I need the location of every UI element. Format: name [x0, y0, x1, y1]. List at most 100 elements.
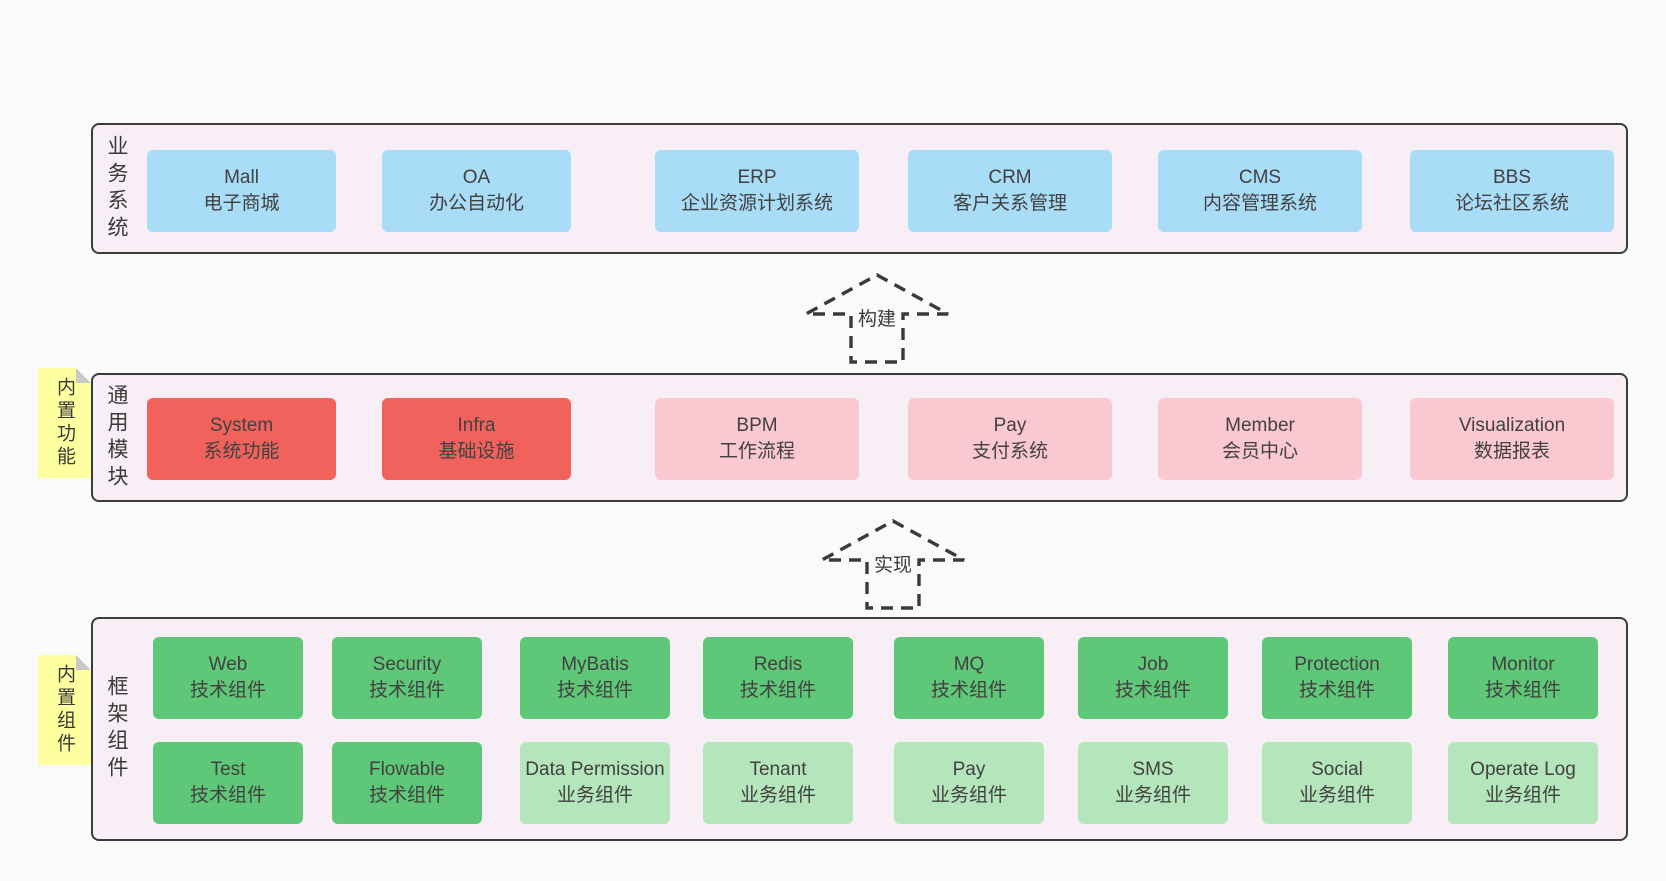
diagram-box-monitor: Monitor 技术组件 [1448, 637, 1598, 719]
box-subtitle: 业务组件 [930, 785, 1007, 806]
layer-common-modules: 通用模块 System 系统功能 Infra 基础设施 BPM 工作流程 Pay… [91, 373, 1628, 502]
box-subtitle: 工作流程 [718, 441, 795, 462]
box-title: Tenant [749, 759, 807, 780]
diagram-box-infra: Infra 基础设施 [382, 398, 571, 480]
box-title: BPM [736, 415, 778, 436]
note-built-in-functions: 内置功能 [38, 368, 91, 478]
box-subtitle: 技术组件 [189, 785, 266, 806]
box-subtitle: 技术组件 [368, 680, 445, 701]
diagram-box-tenant: Tenant 业务组件 [703, 742, 853, 824]
diagram-box-mq: MQ 技术组件 [894, 637, 1044, 719]
box-title: System [209, 415, 274, 436]
box-subtitle: 技术组件 [1114, 680, 1191, 701]
note-built-in-components: 内置组件 [38, 655, 91, 765]
box-subtitle: 办公自动化 [428, 193, 524, 214]
box-title: MyBatis [561, 654, 629, 675]
box-title: ERP [737, 167, 777, 188]
box-title: Mall [224, 167, 259, 188]
folded-corner-icon [76, 655, 91, 670]
box-title: Job [1137, 654, 1169, 675]
diagram-box-member: Member 会员中心 [1158, 398, 1362, 480]
box-subtitle: 基础设施 [438, 441, 515, 462]
layer-modules-title: 通用模块 [105, 383, 128, 492]
layer-components-title: 框架组件 [105, 675, 128, 783]
diagram-box-protection: Protection 技术组件 [1262, 637, 1412, 719]
box-title: CMS [1238, 167, 1282, 188]
box-subtitle: 论坛社区系统 [1454, 193, 1569, 214]
diagram-box-erp: ERP 企业资源计划系统 [655, 150, 859, 232]
box-subtitle: 技术组件 [368, 785, 445, 806]
box-title: Monitor [1491, 654, 1555, 675]
diagram-box-bpm: BPM 工作流程 [655, 398, 859, 480]
build-arrow: 构建 [802, 271, 952, 366]
box-title: CRM [988, 167, 1032, 188]
box-subtitle: 企业资源计划系统 [680, 193, 833, 214]
box-title: Protection [1294, 654, 1380, 675]
box-subtitle: 数据报表 [1473, 441, 1550, 462]
box-subtitle: 业务组件 [556, 785, 633, 806]
diagram-box-visualization: Visualization 数据报表 [1410, 398, 1614, 480]
box-subtitle: 业务组件 [1114, 785, 1191, 806]
box-title: OA [462, 167, 491, 188]
diagram-box-pay-business: Pay 业务组件 [894, 742, 1044, 824]
diagram-box-test: Test 技术组件 [153, 742, 303, 824]
box-subtitle: 技术组件 [739, 680, 816, 701]
box-subtitle: 会员中心 [1221, 441, 1298, 462]
box-title: Member [1225, 415, 1295, 436]
implement-arrow-label: 实现 [868, 548, 918, 581]
diagram-box-social: Social 业务组件 [1262, 742, 1412, 824]
diagram-box-sms: SMS 业务组件 [1078, 742, 1228, 824]
diagram-box-redis: Redis 技术组件 [703, 637, 853, 719]
diagram-box-operate-log: Operate Log 业务组件 [1448, 742, 1598, 824]
diagram-box-web: Web 技术组件 [153, 637, 303, 719]
box-title: Web [208, 654, 248, 675]
box-subtitle: 支付系统 [971, 441, 1048, 462]
box-title: Security [372, 654, 442, 675]
box-title: SMS [1132, 759, 1174, 780]
box-title: Redis [753, 654, 803, 675]
diagram-box-mybatis: MyBatis 技术组件 [520, 637, 670, 719]
layer-business-systems: 业务系统 Mall 电子商城 OA 办公自动化 ERP 企业资源计划系统 CRM… [91, 123, 1628, 254]
box-subtitle: 业务组件 [1298, 785, 1375, 806]
box-title: Infra [457, 415, 496, 436]
box-title: Flowable [368, 759, 446, 780]
box-subtitle: 电子商城 [203, 193, 280, 214]
diagram-box-security: Security 技术组件 [332, 637, 482, 719]
diagram-box-mall: Mall 电子商城 [147, 150, 336, 232]
box-title: Data Permission [525, 759, 665, 780]
box-title: Pay [993, 415, 1027, 436]
up-arrow-icon [821, 519, 965, 610]
box-subtitle: 技术组件 [556, 680, 633, 701]
box-title: BBS [1492, 167, 1532, 188]
diagram-box-job: Job 技术组件 [1078, 637, 1228, 719]
box-title: Pay [952, 759, 986, 780]
diagram-box-crm: CRM 客户关系管理 [908, 150, 1112, 232]
box-subtitle: 技术组件 [930, 680, 1007, 701]
box-title: Test [210, 759, 246, 780]
diagram-box-pay: Pay 支付系统 [908, 398, 1112, 480]
layer-business-title: 业务系统 [105, 134, 128, 243]
box-subtitle: 技术组件 [189, 680, 266, 701]
folded-corner-icon [76, 368, 91, 383]
up-arrow-icon [805, 273, 949, 364]
diagram-box-cms: CMS 内容管理系统 [1158, 150, 1362, 232]
diagram-box-flowable: Flowable 技术组件 [332, 742, 482, 824]
diagram-box-system: System 系统功能 [147, 398, 336, 480]
box-subtitle: 技术组件 [1484, 680, 1561, 701]
box-title: Operate Log [1470, 759, 1576, 780]
box-title: Visualization [1458, 415, 1566, 436]
diagram-box-oa: OA 办公自动化 [382, 150, 571, 232]
layer-framework-components: 框架组件 Web 技术组件 Security 技术组件 MyBatis 技术组件… [91, 617, 1628, 841]
box-title: MQ [953, 654, 985, 675]
box-subtitle: 客户关系管理 [952, 193, 1067, 214]
diagram-box-bbs: BBS 论坛社区系统 [1410, 150, 1614, 232]
box-subtitle: 技术组件 [1298, 680, 1375, 701]
box-subtitle: 系统功能 [203, 441, 280, 462]
box-subtitle: 业务组件 [1484, 785, 1561, 806]
box-title: Social [1311, 759, 1363, 780]
diagram-box-data-permission: Data Permission 业务组件 [520, 742, 670, 824]
implement-arrow: 实现 [818, 517, 968, 612]
box-subtitle: 内容管理系统 [1202, 193, 1317, 214]
box-subtitle: 业务组件 [739, 785, 816, 806]
